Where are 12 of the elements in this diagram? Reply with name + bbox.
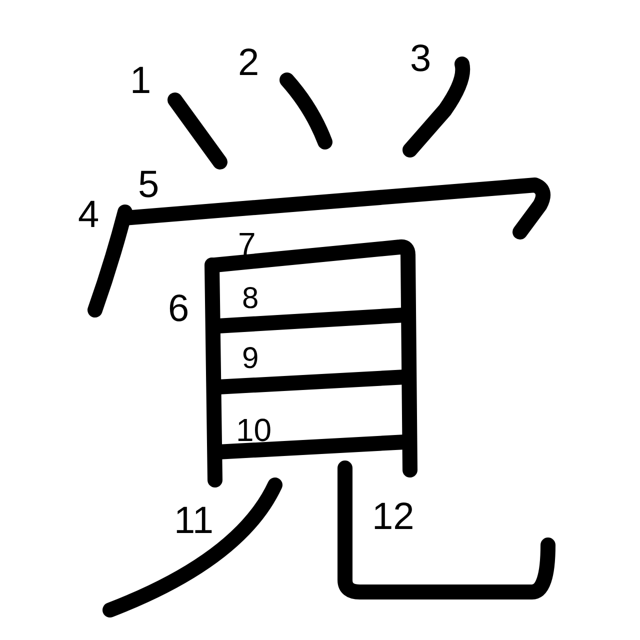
stroke-number: 4 [78,196,100,234]
stroke-number: 12 [372,498,414,536]
stroke-number: 11 [174,502,214,540]
stroke-number: 8 [242,284,259,314]
stroke-number: 1 [130,62,152,100]
stroke-number: 6 [168,290,190,328]
stroke-number: 7 [238,228,256,260]
stroke-number: 10 [236,414,272,446]
stroke-number: 3 [410,40,432,78]
stroke-number: 9 [242,344,259,374]
stroke-number: 2 [238,44,260,82]
stroke-number: 5 [138,166,160,204]
